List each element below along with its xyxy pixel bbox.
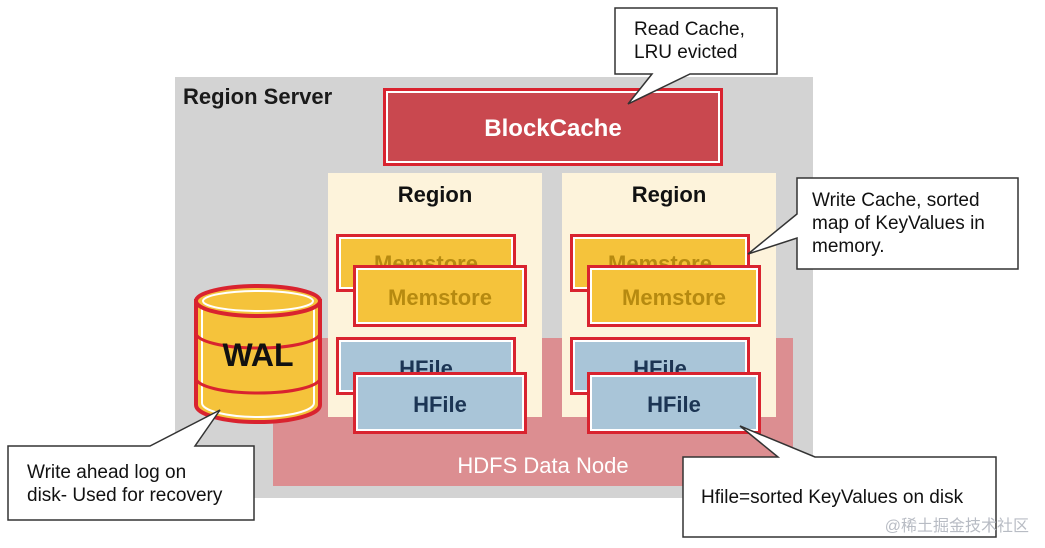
- callout-line: LRU evicted: [634, 42, 738, 63]
- hfile-label: HFile: [413, 392, 467, 417]
- memstore-label: Memstore: [622, 285, 726, 310]
- watermark: @稀土掘金技术社区: [884, 518, 1029, 535]
- callout-line: Read Cache,: [634, 19, 745, 40]
- region-server-label: Region Server: [183, 84, 333, 109]
- block-cache-label: BlockCache: [484, 115, 622, 142]
- read-cache-callout-text: Read Cache, LRU evicted: [634, 18, 745, 64]
- hfile-note-callout-bubble: [682, 425, 997, 538]
- region-title: Region: [631, 182, 707, 207]
- hfile-front: HFile: [353, 372, 527, 434]
- write-cache-callout-text: Write Cache, sorted map of KeyValues in …: [812, 189, 985, 258]
- callout-line: Write Cache, sorted: [812, 190, 980, 211]
- memstore-front: Memstore: [587, 265, 761, 327]
- callout-line: memory.: [812, 236, 885, 257]
- wal-cylinder-icon: [194, 284, 322, 424]
- wal-note-callout-bubble: [7, 409, 255, 521]
- callout-line: map of KeyValues in: [812, 213, 985, 234]
- read-cache-callout-bubble: [614, 7, 778, 105]
- wal-note-callout-text: Write ahead log on disk- Used for recove…: [27, 461, 222, 507]
- hdfs-label: HDFS Data Node: [457, 453, 629, 478]
- write-cache-callout-bubble: [747, 177, 1019, 270]
- callout-line: Write ahead log on: [27, 462, 187, 483]
- hfile-front: HFile: [587, 372, 761, 434]
- wal-label: WAL: [222, 337, 294, 373]
- callout-line: Hfile=sorted KeyValues on disk: [701, 487, 964, 508]
- hfile-note-callout-text: Hfile=sorted KeyValues on disk: [701, 486, 963, 509]
- block-cache-box: BlockCache: [383, 88, 723, 166]
- region-title: Region: [397, 182, 473, 207]
- callout-line: disk- Used for recovery: [27, 485, 223, 506]
- memstore-label: Memstore: [388, 285, 492, 310]
- memstore-front: Memstore: [353, 265, 527, 327]
- hfile-label: HFile: [647, 392, 701, 417]
